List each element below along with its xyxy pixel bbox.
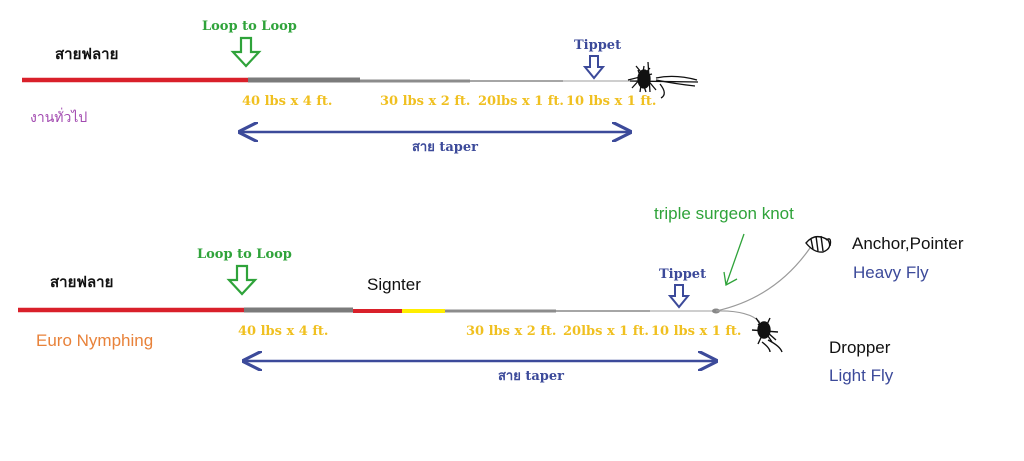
top-rig: สายฟลาย งานทั่วไป Loop to Loop Tippet 40…	[22, 19, 699, 155]
top-loop-arrow-icon	[230, 36, 262, 68]
top-tippet-label: Tippet	[574, 38, 621, 53]
dry-fly-icon	[627, 61, 699, 99]
nymph-fly-icon	[805, 235, 832, 253]
bottom-loop-label: Loop to Loop	[197, 247, 292, 262]
top-segment-label: 10 lbs x 1 ft.	[566, 94, 656, 109]
top-segment-label: 40 lbs x 4 ft.	[242, 94, 332, 109]
anchor-branch-line	[715, 247, 811, 312]
top-fly-line-label: สายฟลาย	[55, 46, 118, 63]
bottom-rig: สายฟลาย Euro Nymphing Loop to Loop Signt…	[18, 204, 964, 385]
bottom-segment-label: 20lbs x 1 ft.	[563, 324, 649, 339]
bottom-taper-label: สาย taper	[498, 369, 564, 384]
bottom-fly-line-label: สายฟลาย	[50, 274, 113, 291]
top-taper-label: สาย taper	[412, 140, 478, 155]
bottom-sighter-label: Signter	[367, 275, 421, 294]
top-tippet-arrow-icon	[582, 55, 606, 80]
bottom-segment-label: 40 lbs x 4 ft.	[238, 324, 328, 339]
knot-pointer-arrow-icon	[723, 233, 745, 287]
top-loop-label: Loop to Loop	[202, 19, 297, 34]
dropper-branch-line	[715, 310, 761, 323]
anchor-sub-label: Heavy Fly	[853, 263, 929, 282]
bottom-loop-arrow-icon	[226, 264, 258, 296]
bottom-tippet-label: Tippet	[659, 267, 706, 282]
bottom-segment-label: 10 lbs x 1 ft.	[651, 324, 741, 339]
knot-label: triple surgeon knot	[654, 204, 794, 223]
nymph-fly-icon	[751, 317, 783, 353]
dropper-label: Dropper	[829, 338, 891, 357]
top-segment-label: 20lbs x 1 ft.	[478, 94, 564, 109]
top-segment-label: 30 lbs x 2 ft.	[380, 94, 470, 109]
bottom-segment-label: 30 lbs x 2 ft.	[466, 324, 556, 339]
dropper-sub-label: Light Fly	[829, 366, 894, 385]
anchor-label: Anchor,Pointer	[852, 234, 964, 253]
bottom-tippet-arrow-icon	[667, 284, 691, 309]
bottom-style-label: Euro Nymphing	[36, 331, 153, 350]
top-style-label: งานทั่วไป	[30, 108, 87, 125]
